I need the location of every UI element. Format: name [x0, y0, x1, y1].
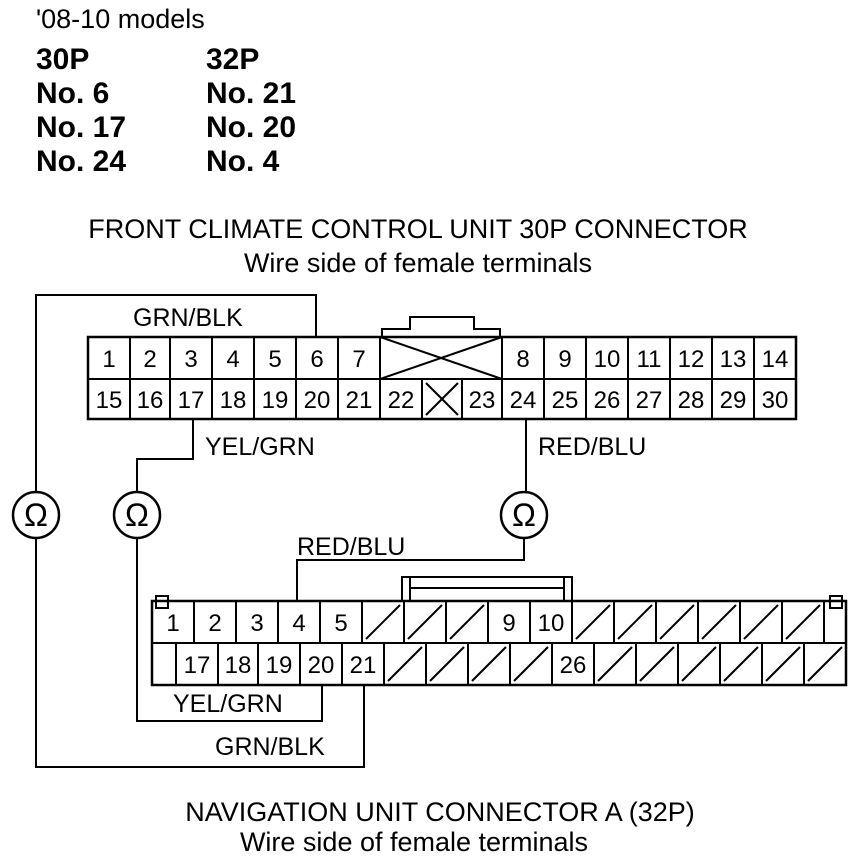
col-30p-title: 30P	[36, 43, 90, 76]
wire-grn-blk	[35, 294, 317, 492]
pin-30p: 7	[352, 346, 365, 373]
pin-30p: 29	[720, 387, 747, 414]
connector-32p	[150, 576, 848, 687]
pin-32p: 5	[334, 610, 347, 637]
ohmmeter-icon	[11, 490, 61, 540]
wire-red-blu	[296, 538, 525, 601]
pin-30p: 11	[637, 346, 662, 373]
ohmmeter-icon	[112, 490, 162, 540]
pin-30p: 27	[636, 387, 663, 414]
pin-32p: 18	[225, 652, 252, 679]
pin-30p: 4	[226, 346, 239, 373]
col-32p-title: 32P	[206, 43, 260, 76]
pin-30p: 28	[678, 387, 705, 414]
col-32p-item: No. 21	[206, 77, 297, 110]
pin-32p: 21	[350, 652, 377, 679]
pin-30p: 25	[552, 387, 579, 414]
connector-32p-title: NAVIGATION UNIT CONNECTOR A (32P)	[185, 797, 695, 827]
pin-32p: 9	[502, 610, 515, 637]
ohm-symbol: Ω	[24, 497, 48, 533]
wire-label-red-blu: RED/BLU	[297, 533, 405, 561]
pin-30p: 1	[102, 346, 115, 373]
pin-32p: 2	[208, 610, 221, 637]
pin-30p: 2	[143, 346, 156, 373]
pin-30p: 13	[720, 346, 747, 373]
pin-32p: 1	[166, 610, 179, 637]
col-30p-item: No. 6	[36, 77, 110, 110]
connector-32p-subtitle: Wire side of female terminals	[239, 827, 589, 857]
pin-30p: 23	[469, 387, 496, 414]
col-32p-item: No. 20	[206, 111, 297, 144]
pin-30p: 12	[678, 346, 705, 373]
pin-32p: 17	[184, 652, 211, 679]
pin-32p: 10	[538, 610, 565, 637]
ohmmeter-icon	[499, 490, 549, 540]
pin-30p: 24	[510, 387, 537, 414]
pin-30p: 15	[96, 387, 123, 414]
pin-30p: 30	[762, 387, 789, 414]
connector-30p-subtitle: Wire side of female terminals	[243, 248, 593, 278]
pin-30p: 3	[184, 346, 197, 373]
wire-yel-grn	[136, 538, 323, 722]
pin-30p: 21	[346, 387, 373, 414]
pin-30p: 26	[594, 387, 621, 414]
pin-32p: 4	[292, 610, 305, 637]
pin-30p: 19	[262, 387, 289, 414]
models-label: '08-10 models	[36, 4, 205, 34]
pin-30p: 9	[558, 346, 571, 373]
col-30p-item: No. 24	[36, 145, 127, 178]
ohm-symbol: Ω	[125, 497, 149, 533]
pin-30p: 16	[137, 387, 164, 414]
wire-label-red-blu: RED/BLU	[538, 433, 646, 461]
wire-grn-blk	[35, 538, 365, 768]
pin-30p: 18	[220, 387, 247, 414]
pin-30p: 8	[516, 346, 529, 373]
connector-30p	[86, 316, 798, 421]
col-30p-item: No. 17	[36, 111, 127, 144]
pin-30p: 6	[310, 346, 323, 373]
wire-label-grn-blk: GRN/BLK	[133, 304, 243, 332]
pin-30p: 5	[268, 346, 281, 373]
wire-yel-grn	[136, 419, 194, 492]
pin-30p: 10	[594, 346, 621, 373]
pin-32p: 19	[266, 652, 293, 679]
wire-label-grn-blk: GRN/BLK	[215, 733, 325, 761]
col-32p-item: No. 4	[206, 145, 280, 178]
pin-30p: 17	[178, 387, 205, 414]
pin-32p: 20	[308, 652, 335, 679]
ohm-symbol: Ω	[512, 497, 536, 533]
pin-30p: 20	[304, 387, 331, 414]
pin-32p: 3	[250, 610, 263, 637]
pin-32p: 26	[560, 652, 587, 679]
connector-30p-title: FRONT CLIMATE CONTROL UNIT 30P CONNECTOR	[88, 214, 748, 244]
pin-30p: 22	[388, 387, 415, 414]
wire-label-yel-grn: YEL/GRN	[205, 433, 315, 461]
wire-label-yel-grn: YEL/GRN	[173, 690, 283, 718]
pin-30p: 14	[762, 346, 789, 373]
